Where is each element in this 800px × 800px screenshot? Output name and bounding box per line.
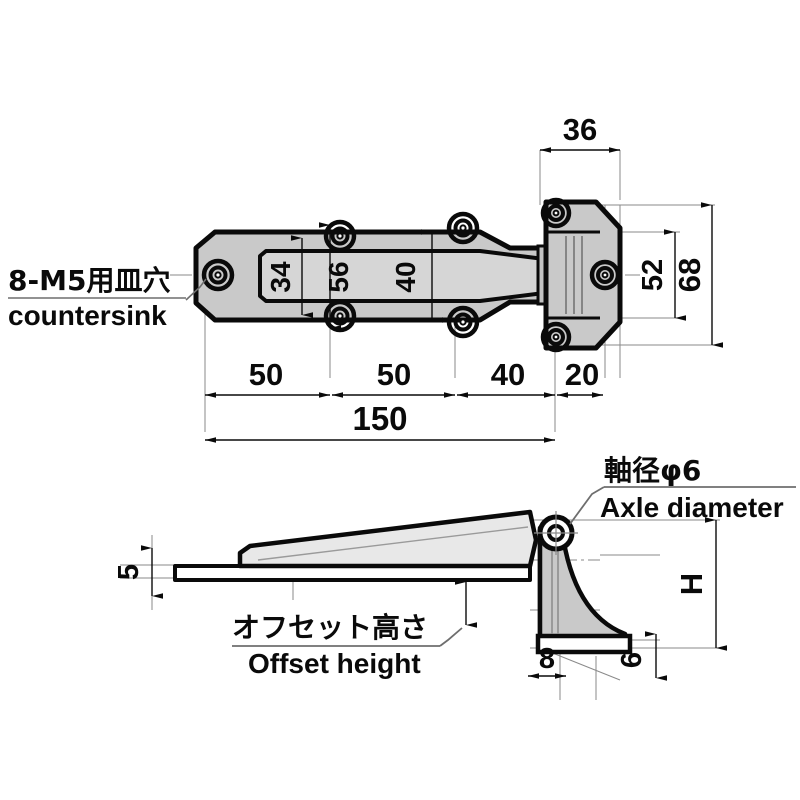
dimension-150: 150 [205, 400, 555, 443]
dimension-seg1-label: 50 [249, 357, 283, 392]
dimension-52-label: 52 [637, 259, 669, 291]
dimension-150-label: 150 [352, 400, 407, 437]
axle-note-jp: 軸径φ6 [604, 454, 701, 487]
offset-note-jp: オフセット高さ [232, 611, 428, 644]
dimension-H-label: H [674, 573, 709, 595]
dimension-seg2-label: 50 [377, 357, 411, 392]
dimension-34: 34 [265, 235, 313, 318]
dimension-34-label: 34 [265, 261, 296, 293]
countersink-hole [540, 321, 572, 353]
countersink-note-en: countersink [8, 300, 167, 331]
dimension-68: 68 [672, 202, 723, 348]
countersink-note: 8-M5用皿穴 countersink [8, 264, 207, 331]
countersink-hole [540, 197, 572, 229]
dimension-chain: 50 50 40 20 [205, 357, 603, 398]
dimension-8: 8 [528, 643, 566, 679]
dimension-8-label: 8 [539, 643, 555, 675]
dimension-5: 5 [113, 545, 163, 599]
axle-pin [534, 511, 578, 555]
dimension-seg3-label: 40 [491, 357, 525, 392]
dimension-52: 52 [637, 229, 686, 321]
countersink-hole [201, 258, 235, 292]
side-view-group: 5 H 6 8 [113, 454, 796, 700]
dimension-36-label: 36 [563, 112, 597, 147]
countersink-hole [589, 259, 621, 291]
dimension-68-label: 68 [672, 258, 707, 292]
countersink-hole [446, 305, 480, 339]
countersink-hole [446, 211, 480, 245]
axle-note: 軸径φ6 Axle diameter [569, 454, 796, 525]
dimension-5-label: 5 [113, 564, 145, 580]
plan-view-group: 36 68 52 34 56 [8, 112, 723, 443]
side-wedge-leaf [237, 509, 539, 569]
offset-height-note: オフセット高さ Offset height [232, 611, 463, 679]
dimension-56-label: 56 [323, 261, 354, 292]
dimension-6-label: 6 [616, 652, 648, 668]
countersink-note-jp: 8-M5用皿穴 [8, 264, 170, 297]
dimension-H: H [674, 517, 727, 651]
dimension-40: 40 [390, 229, 443, 323]
dimension-56: 56 [319, 222, 354, 331]
dimension-36: 36 [540, 112, 620, 153]
dimension-40-label: 40 [390, 261, 421, 292]
dimension-6: 6 [616, 631, 667, 681]
offset-note-en: Offset height [248, 648, 421, 679]
axle-note-en: Axle diameter [600, 492, 784, 523]
dimension-seg4-label: 20 [565, 357, 599, 392]
